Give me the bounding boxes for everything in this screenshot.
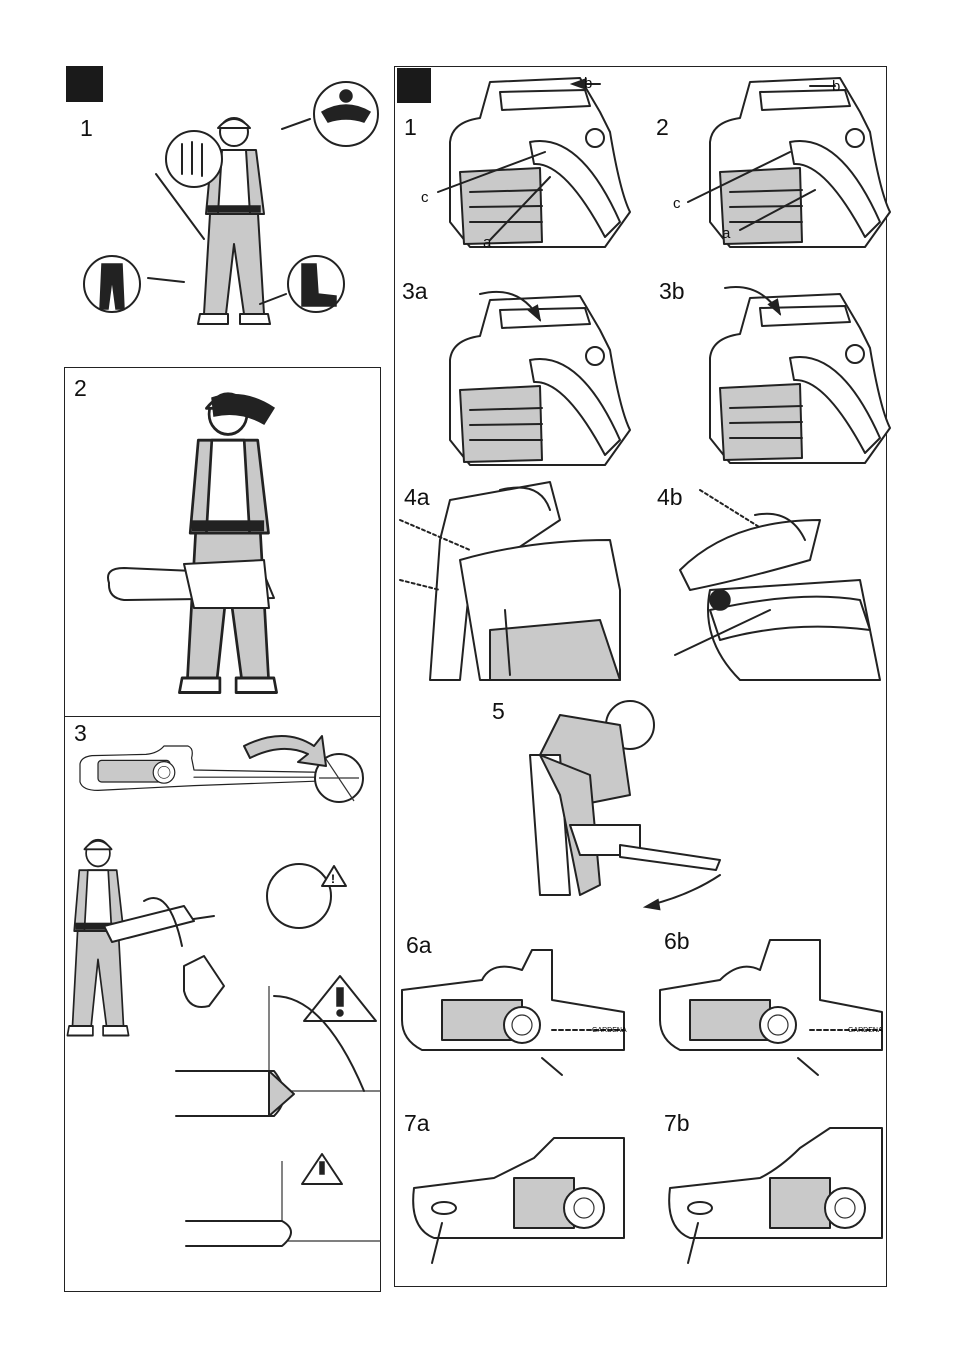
figure-5-illustration	[529, 700, 721, 913]
gloves-icon	[165, 130, 223, 188]
callout-b: b	[584, 75, 593, 92]
logo-text: GARDENA	[848, 1027, 883, 1034]
figure-number-5: 5	[492, 698, 505, 724]
callout-b: b	[832, 78, 841, 95]
figure-number-6b: 6b	[664, 928, 690, 954]
section-divider	[64, 716, 381, 717]
figure-6a-illustration: GARDENA	[401, 949, 627, 1076]
kickback-warning-icon	[266, 863, 332, 929]
figure-number-1: 1	[404, 114, 417, 140]
section-number-3: 3	[74, 720, 87, 746]
figure-3a-illustration	[449, 290, 631, 466]
figure-2-illustration	[687, 77, 891, 248]
figure-number-4b: 4b	[657, 484, 683, 510]
figure-1-illustration	[437, 77, 631, 248]
section-marker	[66, 66, 103, 102]
svg-text:!: !	[331, 872, 335, 886]
figure-4b-illustration	[674, 489, 881, 681]
figure-4a-illustration	[399, 481, 621, 681]
section-marker	[397, 68, 431, 103]
section-number-2: 2	[74, 375, 87, 401]
figure-number-6a: 6a	[406, 932, 432, 958]
figure-7a-illustration	[412, 1137, 625, 1264]
figure-number-3a: 3a	[402, 278, 428, 304]
callout-c: c	[421, 189, 429, 206]
figure-number-7a: 7a	[404, 1110, 430, 1136]
kickback-illustration: !	[66, 735, 381, 1247]
figure-number-4a: 4a	[404, 484, 430, 510]
figure-7b-illustration	[668, 1127, 883, 1264]
logo-text: GARDENA	[592, 1027, 627, 1034]
figure-3b-illustration	[709, 286, 891, 464]
safety-gear-illustration	[83, 81, 379, 325]
carry-illustration	[107, 392, 279, 694]
callout-a: a	[722, 225, 731, 242]
figure-6b-illustration: GARDENA	[659, 939, 883, 1076]
log-icon	[183, 955, 225, 1008]
callout-c: c	[673, 195, 681, 212]
figure-number-2: 2	[656, 114, 669, 140]
section-number-1: 1	[80, 115, 93, 141]
figure-number-7b: 7b	[664, 1110, 690, 1136]
callout-a: a	[483, 234, 492, 251]
figure-number-3b: 3b	[659, 278, 685, 304]
